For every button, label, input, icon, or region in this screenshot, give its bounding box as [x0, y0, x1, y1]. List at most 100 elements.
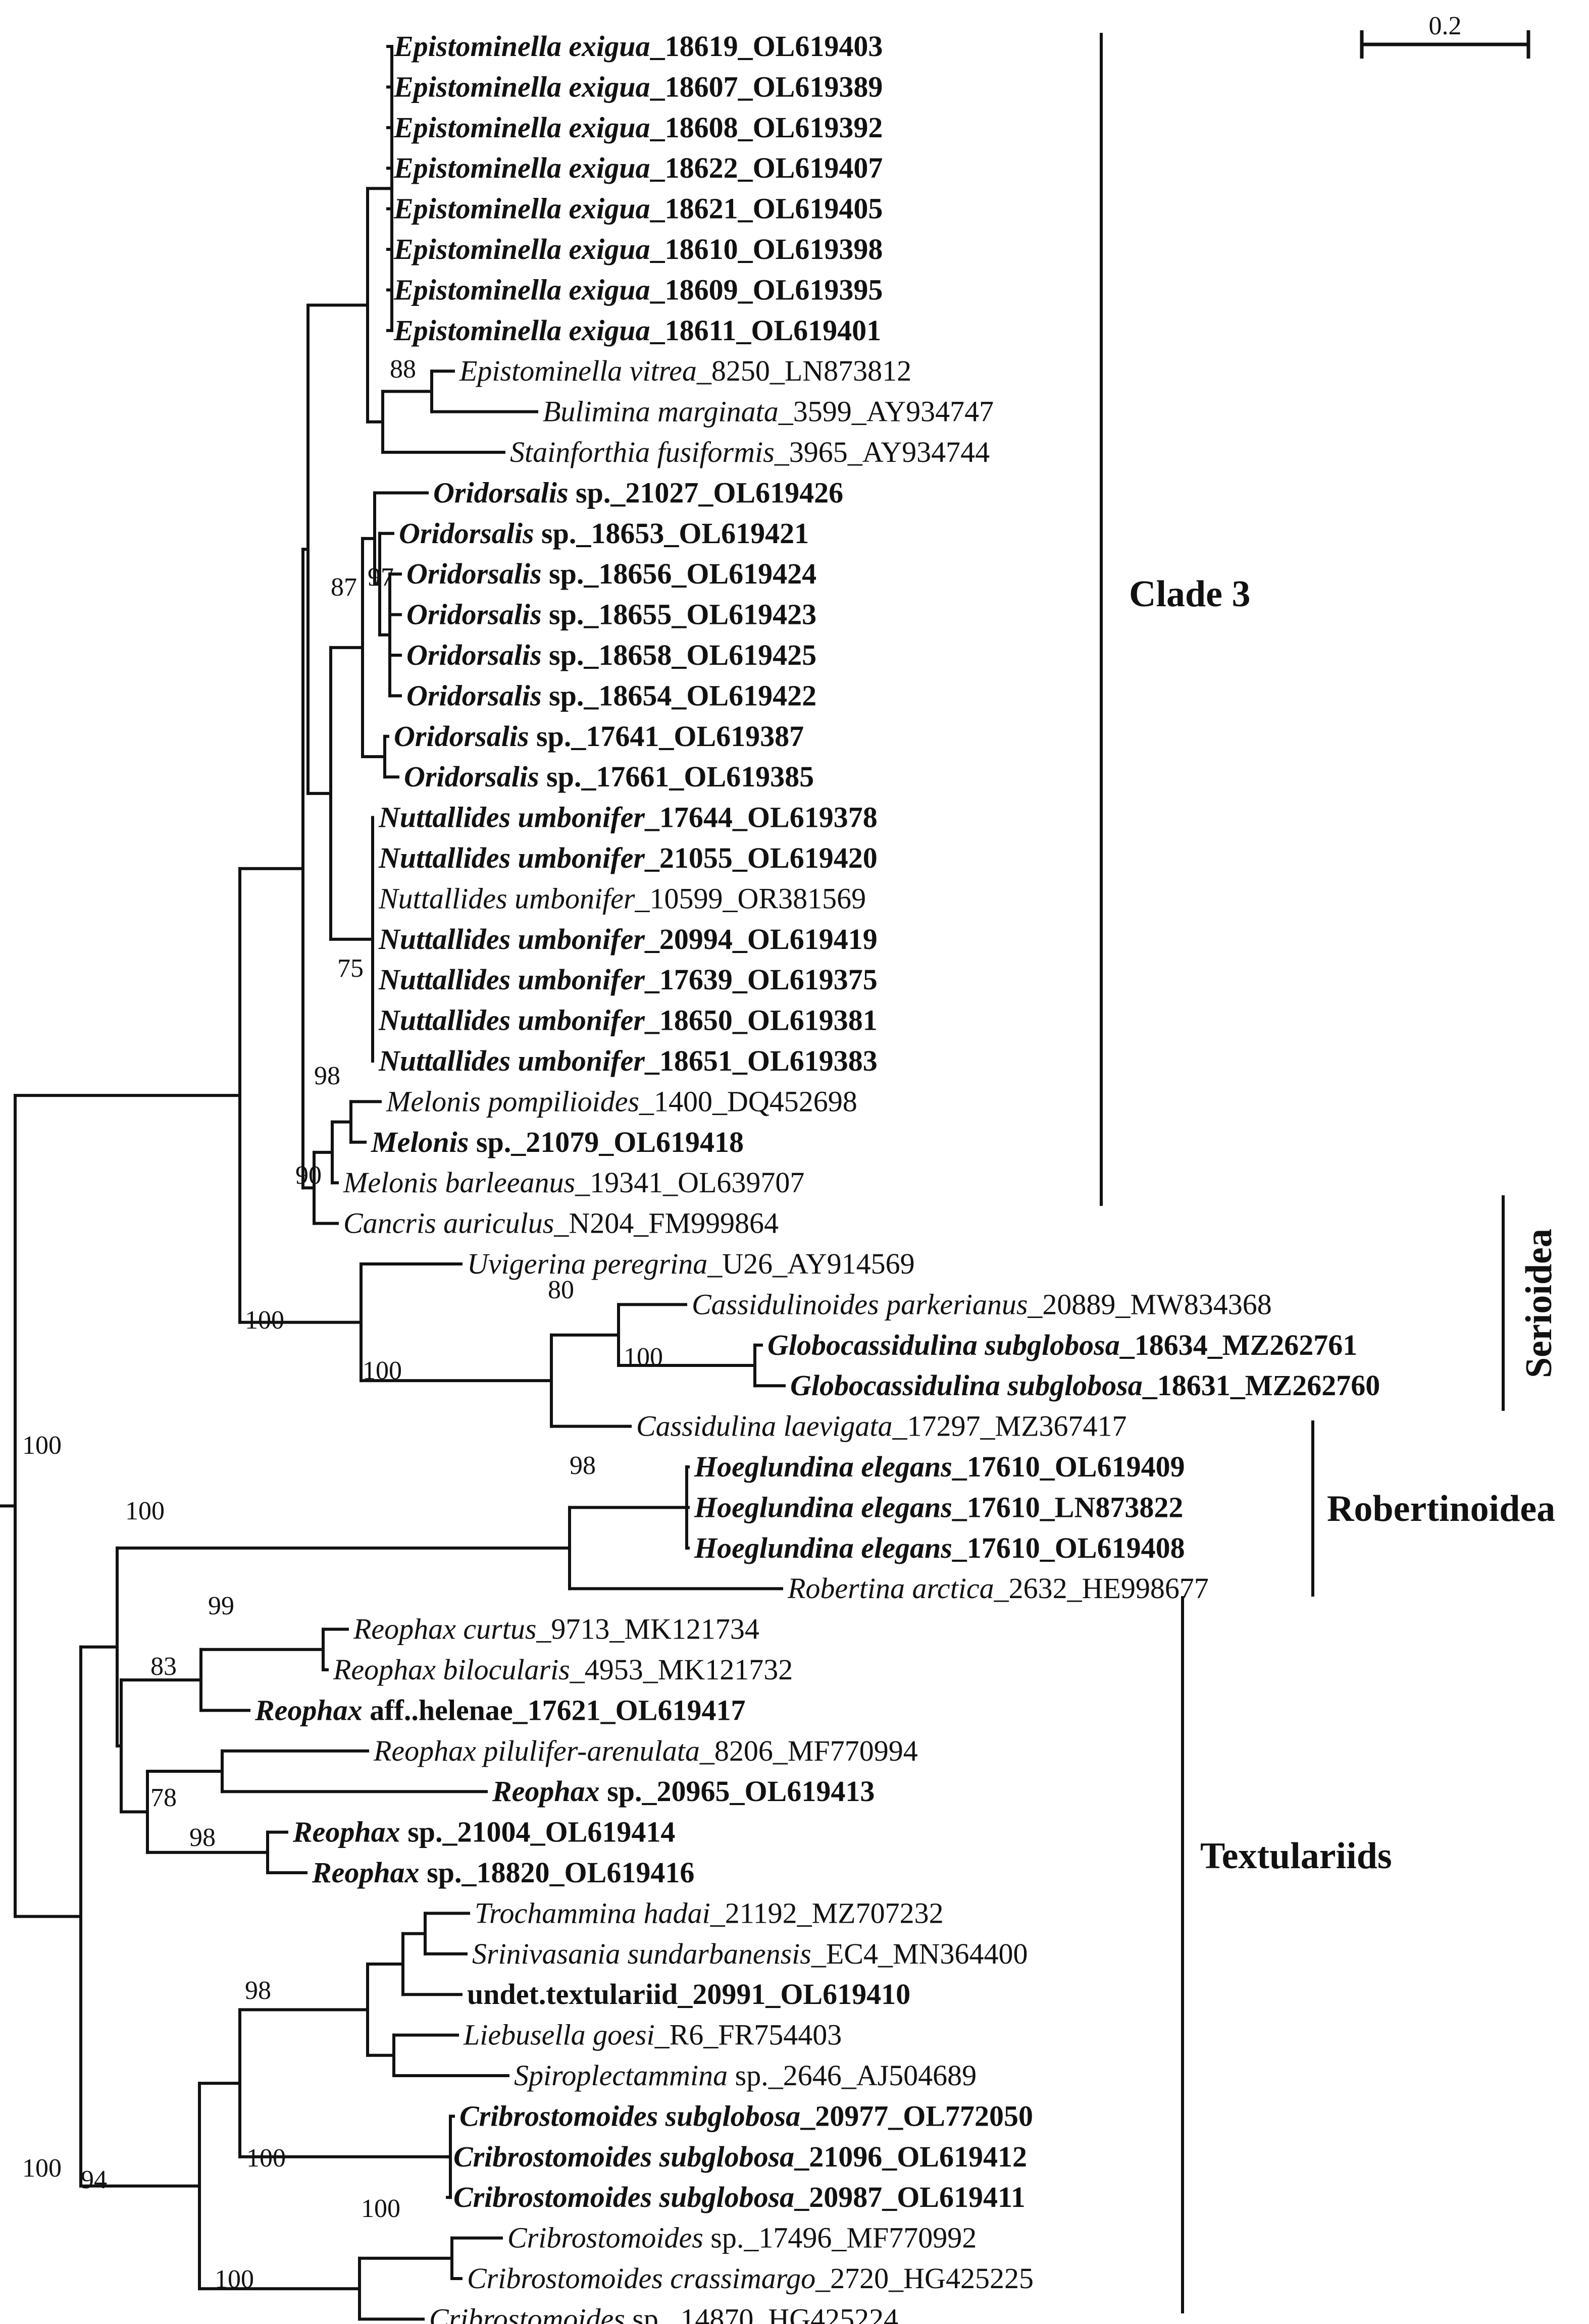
taxon-accession: _9713_MK121734 [536, 1613, 759, 1646]
support-value: 100 [22, 1431, 62, 1460]
taxon-name: Nuttallides umbonifer [378, 963, 645, 996]
taxon-accession: _2720_HG425225 [815, 2262, 1034, 2295]
taxon-name: Trochammina hadai [475, 1896, 710, 1929]
support-value: 100 [22, 2154, 62, 2183]
taxon-label: Epistominella exigua_18607_OL619389 [393, 70, 883, 103]
taxon-accession: _18634_MZ262761 [1119, 1329, 1357, 1361]
taxon-accession: _21055_OL619420 [644, 841, 878, 874]
taxon-label: Globocassidulina subglobosa_18634_MZ2627… [767, 1329, 1357, 1361]
support-value: 83 [150, 1652, 177, 1681]
support-value: 100 [245, 1306, 284, 1335]
taxon-name: Reophax [492, 1775, 600, 1808]
taxon-label: Nuttallides umbonifer_20994_OL619419 [378, 923, 878, 956]
support-value: 88 [390, 355, 416, 384]
taxon-name: Srinivasania sundarbanensis [472, 1937, 811, 1970]
taxon-name: Cribrostomoides subglobosa [453, 2181, 794, 2213]
taxon-name: Epistominella vitrea [459, 354, 697, 387]
taxon-accession: _20994_OL619419 [644, 923, 878, 956]
taxon-label: Stainforthia fusiformis_3965_AY934744 [510, 436, 990, 468]
taxon-label: Cribrostomoides sp._14870_HG425224 [429, 2302, 898, 2324]
taxon-label: Nuttallides umbonifer_17644_OL619378 [378, 801, 878, 834]
taxon-label: Reophax sp._20965_OL619413 [492, 1775, 875, 1808]
taxon-label: Cassidulina laevigata_17297_MZ367417 [636, 1410, 1127, 1443]
taxon-name: Stainforthia fusiformis [510, 436, 775, 468]
taxon-accession: _18621_OL619405 [650, 192, 883, 225]
taxon-label: Nuttallides umbonifer_18651_OL619383 [378, 1044, 878, 1077]
taxon-name: Nuttallides umbonifer [378, 882, 635, 915]
support-value: 100 [215, 2265, 254, 2294]
tree-branches [0, 45, 786, 2321]
taxon-label: Nuttallides umbonifer_21055_OL619420 [378, 841, 878, 874]
support-value: 78 [150, 1783, 177, 1812]
taxon-accession: _1400_DQ452698 [639, 1085, 857, 1118]
taxon-accession: _18611_OL619401 [650, 314, 882, 347]
taxon-accession: aff..helenae_17621_OL619417 [363, 1694, 746, 1726]
taxon-name: Epistominella exigua [393, 30, 650, 63]
taxon-label: Epistominella exigua_18608_OL619392 [393, 111, 883, 144]
taxon-accession: sp._17496_MF770992 [703, 2222, 977, 2254]
support-value: 100 [125, 1497, 165, 1525]
support-value: 90 [295, 1161, 322, 1190]
taxon-accession: _R6_FR754403 [654, 2019, 842, 2051]
taxon-label: Oridorsalis sp._18656_OL619424 [406, 557, 816, 590]
taxon-name: Cassidulina laevigata [636, 1410, 893, 1443]
taxon-label: Oridorsalis sp._18658_OL619425 [406, 639, 816, 671]
taxon-accession: _18610_OL619398 [650, 233, 883, 266]
taxon-accession: _8250_LN873812 [696, 354, 911, 387]
textulariids-bracket: Textulariids [1181, 1596, 1392, 2313]
taxon-name: Reophax pilulifer-arenulata [373, 1734, 700, 1767]
taxon-accession: _3965_AY934744 [774, 436, 990, 468]
taxon-accession: _8206_MF770994 [699, 1734, 918, 1767]
taxon-name: Cribrostomoides [507, 2222, 703, 2254]
taxon-name: Cribrostomoides [429, 2302, 625, 2324]
taxon-label: Epistominella exigua_18610_OL619398 [393, 233, 883, 266]
taxon-accession: sp._21027_OL619426 [569, 476, 844, 509]
taxon-name: Epistominella exigua [393, 233, 650, 266]
scale-bar-label: 0.2 [1429, 12, 1462, 40]
taxon-name: Hoeglundina elegans [694, 1450, 952, 1483]
taxon-name: Hoeglundina elegans [694, 1531, 952, 1564]
taxon-name: Oridorsalis [406, 679, 542, 712]
taxon-name: Epistominella exigua [393, 314, 650, 347]
taxon-label: Cribrostomoides subglobosa_20977_OL77205… [459, 2099, 1033, 2132]
taxon-label: Epistominella exigua_18621_OL619405 [393, 192, 883, 225]
taxon-label: Oridorsalis sp._18654_OL619422 [406, 679, 816, 712]
taxon-label: undet.textulariid_20991_OL619410 [467, 1978, 910, 2011]
taxon-name: Spiroplectammina [514, 2059, 728, 2092]
taxon-accession: _18609_OL619395 [650, 273, 883, 306]
support-value: 98 [245, 1976, 271, 2005]
taxon-name: Oridorsalis [406, 639, 542, 671]
taxon-name: Epistominella exigua [393, 192, 650, 225]
taxon-label: Oridorsalis sp._17661_OL619385 [404, 760, 814, 793]
taxon-name: Nuttallides umbonifer [378, 923, 645, 956]
taxon-name: Reophax curtus [353, 1613, 536, 1646]
taxon-label: Hoeglundina elegans_17610_OL619408 [694, 1531, 1185, 1564]
taxon-name: Nuttallides umbonifer [378, 1044, 645, 1077]
taxon-name: Melonis [371, 1126, 469, 1158]
taxon-accession: _18631_MZ262760 [1142, 1369, 1380, 1402]
taxon-accession: _EC4_MN364400 [811, 1937, 1028, 1970]
taxon-label: Oridorsalis sp._18653_OL619421 [399, 517, 809, 550]
taxon-label: Hoeglundina elegans_17610_LN873822 [694, 1491, 1183, 1523]
taxon-accession: sp._21079_OL619418 [469, 1126, 744, 1158]
serioidea-label: Serioidea [1518, 1229, 1560, 1378]
textulariids-label: Textulariids [1200, 1835, 1392, 1877]
taxon-name: Melonis pompilioides [386, 1085, 639, 1118]
taxon-label: Liebusella goesi_R6_FR754403 [463, 2019, 842, 2051]
taxon-accession: _17610_LN873822 [952, 1491, 1184, 1523]
taxon-label: Oridorsalis sp._17641_OL619387 [394, 720, 804, 753]
taxon-accession: _17297_MZ367417 [892, 1410, 1127, 1443]
taxon-label: Epistominella exigua_18611_OL619401 [393, 314, 881, 347]
taxon-label: Cassidulinoides parkerianus_20889_MW8343… [692, 1288, 1272, 1321]
taxon-accession: _18651_OL619383 [644, 1044, 878, 1077]
taxon-label: Melonis barleeanus_19341_OL639707 [343, 1166, 804, 1199]
taxon-name: Cancris auriculus [343, 1207, 554, 1240]
support-value: 100 [361, 2194, 400, 2223]
taxon-label: Cribrostomoides crassimargo_2720_HG42522… [467, 2262, 1034, 2295]
taxon-label: Reophax aff..helenae_17621_OL619417 [254, 1694, 745, 1726]
taxon-accession: _3599_AY934747 [778, 395, 994, 428]
taxon-name: Oridorsalis [404, 760, 539, 793]
taxon-name: Reophax [254, 1694, 363, 1726]
